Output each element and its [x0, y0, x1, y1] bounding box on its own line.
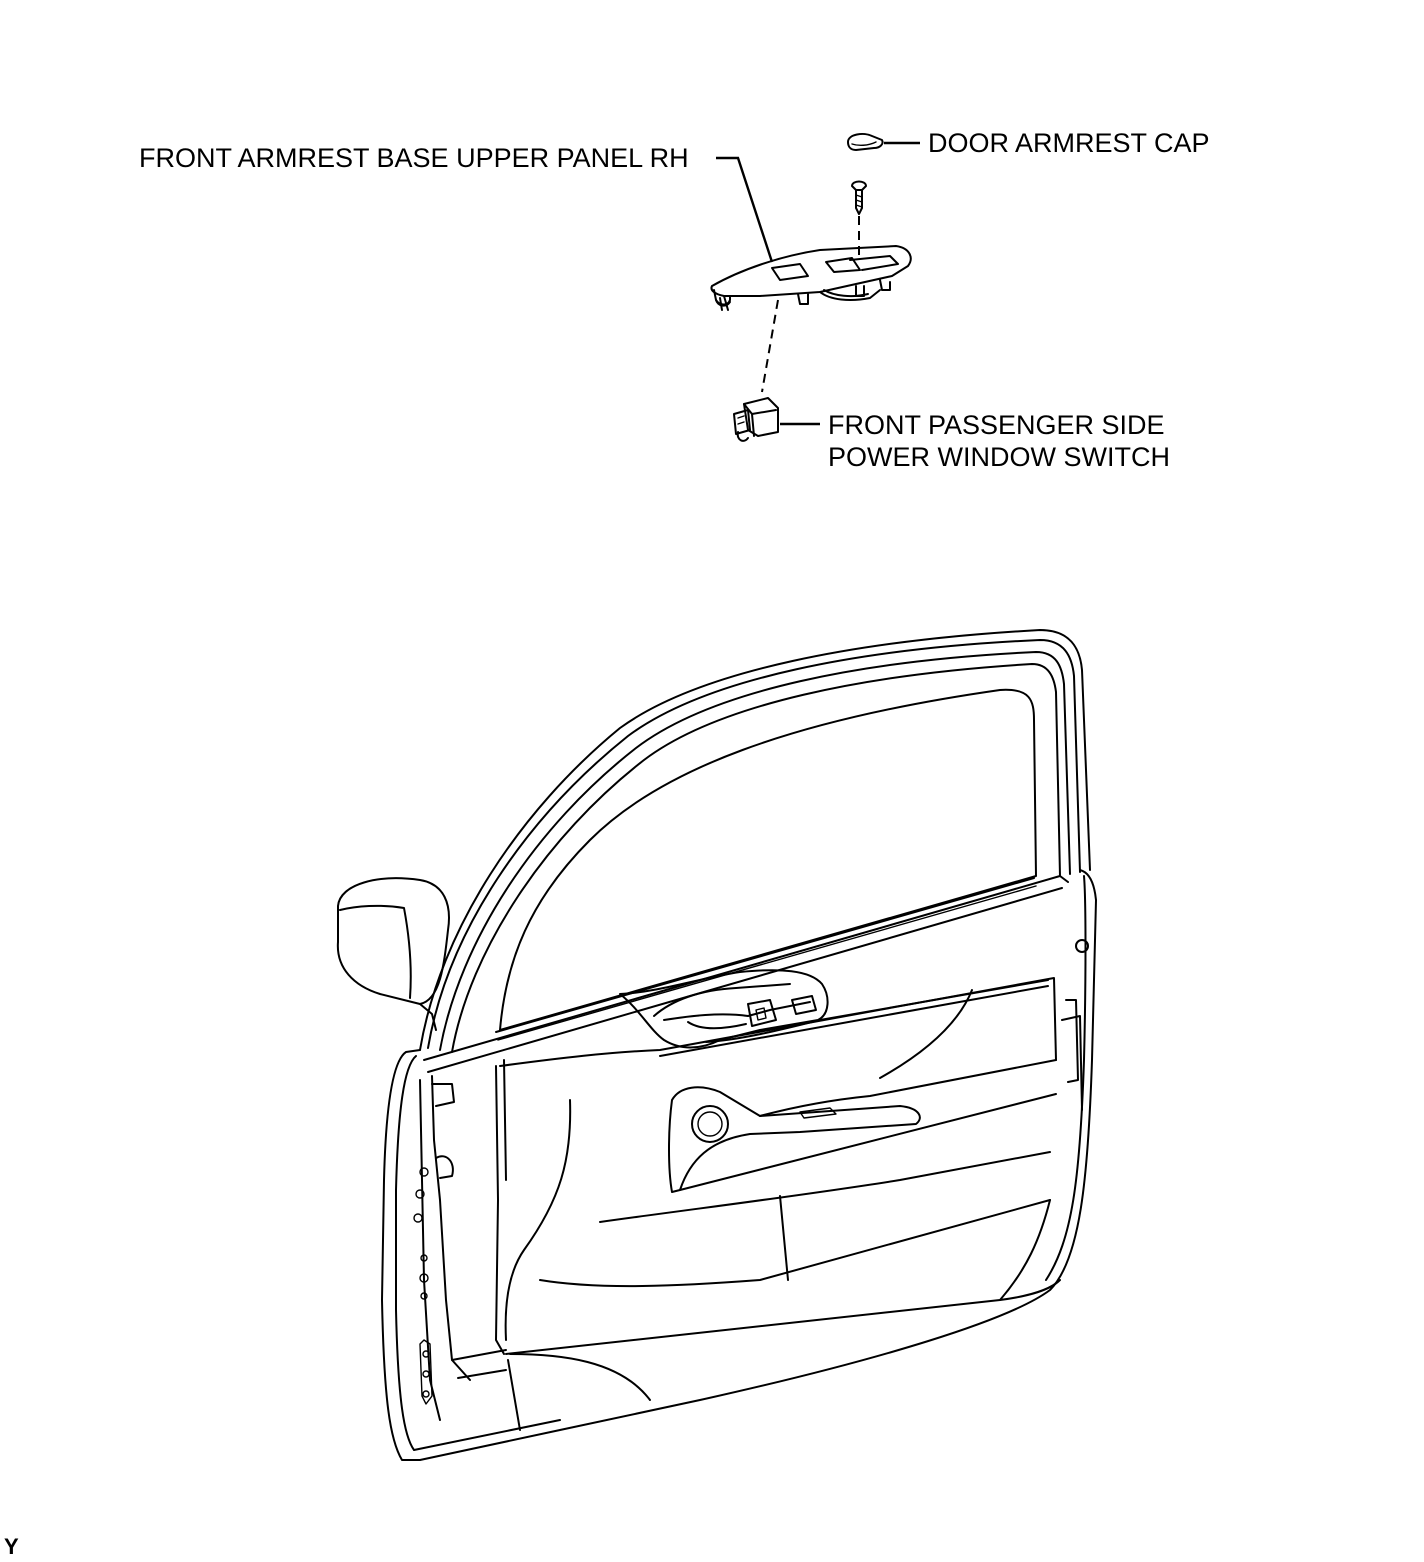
- screw-part: [851, 180, 867, 215]
- figure-code: Y: [4, 1534, 19, 1559]
- front-door-assembly: [336, 629, 1097, 1461]
- label-power-window-switch-line2: POWER WINDOW SWITCH: [828, 442, 1170, 472]
- front-armrest-base-upper-panel-part: [710, 245, 912, 311]
- label-door-armrest-cap: DOOR ARMREST CAP: [928, 128, 1210, 158]
- switch-guide-dashed: [761, 299, 779, 393]
- label-front-armrest-base-upper-panel: FRONT ARMREST BASE UPPER PANEL RH: [139, 143, 689, 173]
- door-armrest-cap-part: [847, 133, 884, 151]
- label-power-window-switch-line1: FRONT PASSENGER SIDE: [828, 410, 1165, 440]
- leader-armrest-panel: [716, 156, 774, 263]
- power-window-switch-part: [733, 397, 779, 442]
